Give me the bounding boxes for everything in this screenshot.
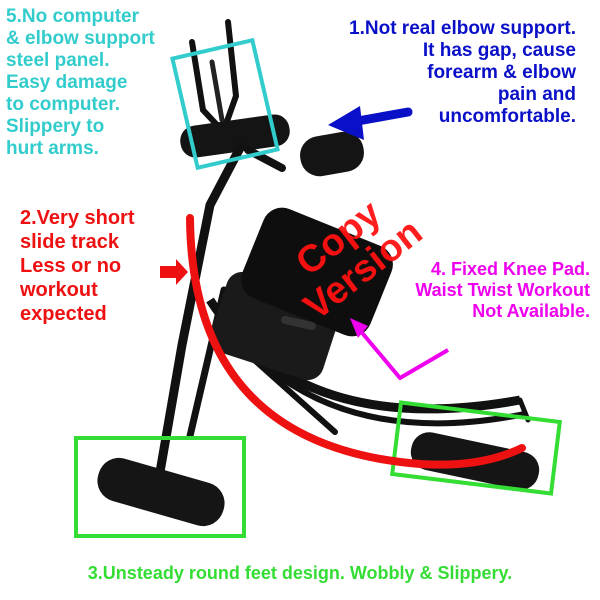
- magenta-arrow-line: [356, 326, 450, 380]
- center-handle-bar: [209, 59, 225, 123]
- annotation-line: Slippery to: [6, 116, 105, 137]
- annotation-line: Less or no: [20, 255, 122, 277]
- knee-pad-cushion: [241, 207, 393, 337]
- annotation-4: 4. Fixed Knee Pad. Waist Twist Workout N…: [415, 259, 590, 322]
- left-handle-bar: [189, 39, 221, 129]
- annotation-5: 5.No computer & elbow support steel pane…: [6, 6, 155, 160]
- annotation-line: slide track: [20, 231, 119, 253]
- annotation-line: uncomfortable.: [438, 106, 576, 127]
- annotation-line: workout: [20, 279, 98, 301]
- annotation-line: hurt arms.: [6, 138, 99, 159]
- annotation-line: & elbow support: [6, 28, 155, 49]
- annotation-1: 1.Not real elbow support. It has gap, ca…: [349, 18, 576, 128]
- cyan-highlight-box: [170, 37, 280, 171]
- annotation-line: Waist Twist Workout: [415, 280, 590, 300]
- knee-pad-axle: [281, 316, 316, 330]
- annotation-line: It has gap, cause: [422, 40, 576, 61]
- front-foot-highlight-box: [74, 436, 246, 538]
- blue-arrow-head: [328, 106, 364, 140]
- right-handle-bar: [223, 19, 240, 127]
- annotation-2: 2.Very short slide track Less or no work…: [20, 206, 135, 326]
- arm-pad-lower: [300, 131, 364, 177]
- magenta-arrow-head: [350, 318, 368, 338]
- annotation-line: Easy damage: [6, 72, 128, 93]
- annotation-line: 1.Not real elbow support.: [349, 18, 576, 39]
- short-track-arc: [186, 214, 526, 469]
- annotation-line: to computer.: [6, 94, 121, 115]
- arm-pad-upper: [180, 114, 290, 158]
- annotation-3: 3.Unsteady round feet design. Wobbly & S…: [87, 563, 513, 583]
- annotation-line: 5.No computer: [6, 6, 140, 27]
- annotation-line: expected: [20, 303, 107, 325]
- rear-foot-highlight-box: [389, 400, 563, 496]
- annotation-line: 4. Fixed Knee Pad.: [430, 259, 590, 279]
- annotation-line: forearm & elbow: [427, 62, 576, 83]
- annotation-line: steel panel.: [6, 50, 110, 71]
- annotation-line: Not Available.: [472, 301, 590, 321]
- annotation-line: 2.Very short: [20, 207, 135, 229]
- annotation-line: pain and: [497, 84, 576, 105]
- front-foot-tube: [97, 457, 225, 527]
- red-arrow-icon: [160, 259, 188, 285]
